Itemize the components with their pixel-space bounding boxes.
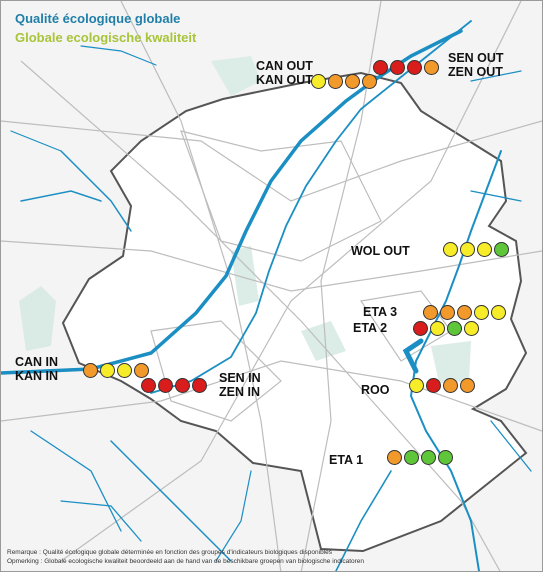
station-name: ROO (361, 383, 390, 397)
rating-dot-red (373, 60, 388, 75)
rating-dot-orange (362, 74, 377, 89)
station-label-eta-1: ETA 1 (329, 453, 363, 467)
rating-dot-orange (460, 378, 475, 393)
rating-dot-yellow (477, 242, 492, 257)
rating-dot-orange (423, 305, 438, 320)
station-name-nl: ZEN IN (219, 385, 260, 399)
station-name-nl: ZEN OUT (448, 65, 503, 79)
rating-dot-red (175, 378, 190, 393)
rating-dot-orange (440, 305, 455, 320)
rating-dots-roo (409, 378, 475, 393)
rating-dot-red (426, 378, 441, 393)
rating-dot-orange (443, 378, 458, 393)
park-area-east (431, 341, 471, 383)
woluwe-river (409, 150, 502, 571)
rating-dot-yellow (409, 378, 424, 393)
station-name: ETA 2 (353, 321, 388, 335)
station-name-fr: SEN OUT (448, 51, 504, 65)
rating-dots-eta-2 (413, 321, 479, 336)
rating-dots-wol-out (443, 242, 509, 257)
rating-dot-red (141, 378, 156, 393)
rating-dot-yellow (474, 305, 489, 320)
rating-dot-yellow (443, 242, 458, 257)
station-name: ETA 3 (363, 305, 398, 319)
station-label-eta-2: ETA 2 (353, 321, 387, 335)
rating-dot-orange (83, 363, 98, 378)
station-name-fr: CAN IN (15, 355, 59, 369)
footnote-fr: Remarque : Qualité écologique globale dé… (7, 549, 333, 556)
station-name-nl: KAN IN (15, 369, 59, 383)
station-label-sen-in: SEN IN ZEN IN (219, 371, 261, 399)
rating-dot-orange (457, 305, 472, 320)
rating-dot-yellow (311, 74, 326, 89)
rating-dot-red (192, 378, 207, 393)
station-name-nl: KAN OUT (256, 73, 313, 87)
rating-dots-sen-out (373, 60, 439, 75)
rating-dots-eta-1 (387, 450, 453, 465)
rating-dot-orange (345, 74, 360, 89)
station-name: ETA 1 (329, 453, 364, 467)
station-label-eta-3: ETA 3 (363, 305, 397, 319)
rating-dot-green (494, 242, 509, 257)
station-name: WOL OUT (351, 244, 410, 258)
rating-dot-yellow (117, 363, 132, 378)
station-label-roo: ROO (361, 383, 389, 397)
rating-dot-red (407, 60, 422, 75)
rating-dots-can-in (83, 363, 149, 378)
park-area-central (231, 246, 259, 306)
rating-dot-yellow (464, 321, 479, 336)
footnote-nl: Opmerking : Globale ecologische kwalitei… (7, 558, 365, 565)
rating-dot-green (438, 450, 453, 465)
rating-dot-red (413, 321, 428, 336)
rating-dot-yellow (430, 321, 445, 336)
park-area-north (211, 56, 261, 96)
station-label-can-out: CAN OUT KAN OUT (256, 59, 313, 87)
rating-dot-orange (387, 450, 402, 465)
canal (1, 29, 463, 375)
rating-dot-red (390, 60, 405, 75)
rating-dot-red (158, 378, 173, 393)
rating-dots-eta-3 (423, 305, 506, 320)
title-fr: Qualité écologique globale (15, 11, 181, 26)
station-label-sen-out: SEN OUT ZEN OUT (448, 51, 504, 79)
senne-river (150, 20, 472, 394)
rating-dot-orange (134, 363, 149, 378)
rating-dot-orange (328, 74, 343, 89)
park-area-west (19, 286, 56, 351)
station-label-wol-out: WOL OUT (351, 244, 410, 258)
station-name-fr: CAN OUT (256, 59, 313, 73)
station-name-fr: SEN IN (219, 371, 261, 385)
title-nl: Globale ecologische kwaliteit (15, 30, 197, 45)
rating-dot-orange (424, 60, 439, 75)
rating-dot-green (447, 321, 462, 336)
rating-dot-green (421, 450, 436, 465)
park-area-south (301, 321, 346, 361)
rating-dot-green (404, 450, 419, 465)
rating-dot-yellow (100, 363, 115, 378)
rating-dots-can-out (311, 74, 377, 89)
station-label-can-in: CAN IN KAN IN (15, 355, 58, 383)
rating-dots-sen-in (141, 378, 207, 393)
region-boundary (61, 71, 528, 553)
rating-dot-yellow (460, 242, 475, 257)
rating-dot-yellow (491, 305, 506, 320)
waterways (1, 20, 532, 571)
